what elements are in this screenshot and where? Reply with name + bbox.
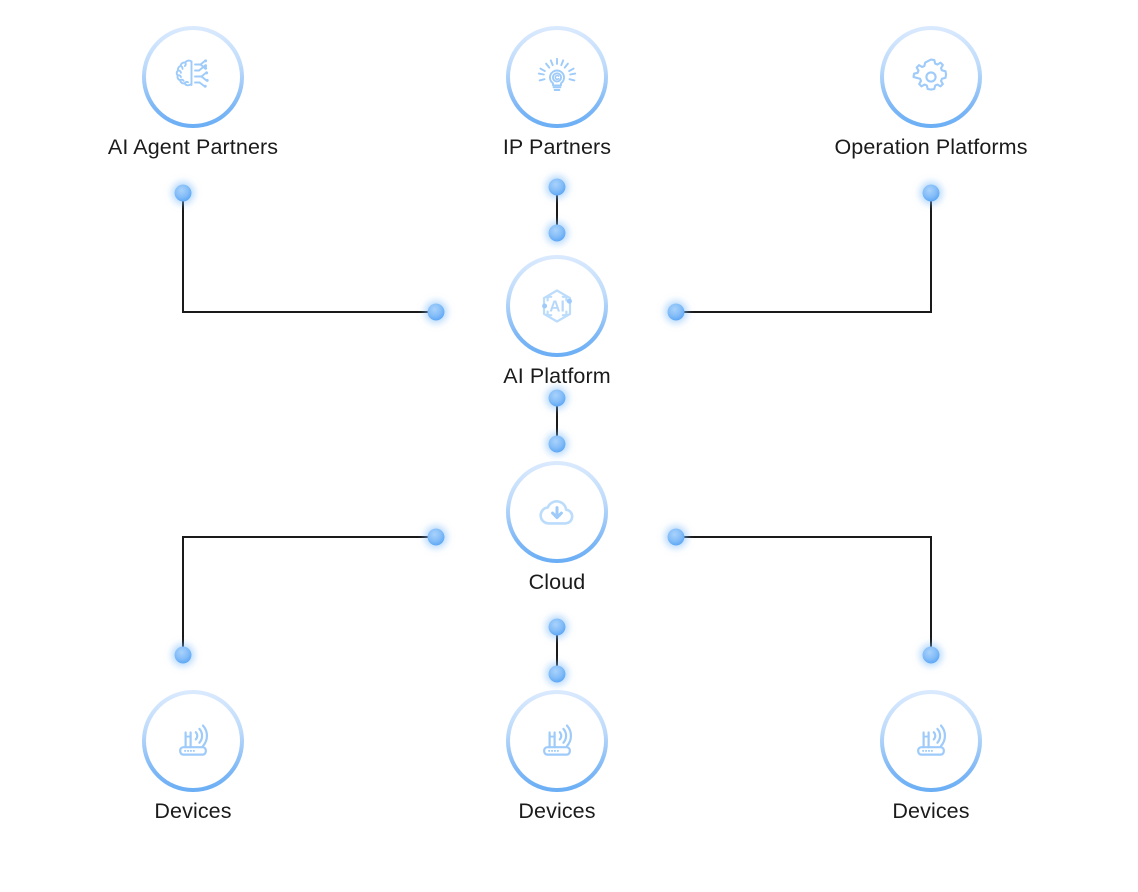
ai-hexagon-icon: AI: [506, 255, 608, 357]
connector-dot-edge-ai-agent-partners-to-ai-platform-1: [427, 303, 445, 321]
edge-ai-agent-partners-to-ai-platform: [182, 193, 436, 313]
connector-dot-edge-cloud-to-devices-left-1: [174, 646, 192, 664]
connector-dot-edge-ai-agent-partners-to-ai-platform-0: [174, 184, 192, 202]
node-devices-center[interactable]: Devices: [457, 690, 657, 825]
node-operation-platforms[interactable]: Operation Platforms: [831, 26, 1031, 161]
connector-dot-edge-cloud-to-devices-center-0: [548, 618, 566, 636]
router-wifi-icon: [506, 690, 608, 792]
node-label-devices-center: Devices: [518, 799, 596, 823]
lightbulb-copyright-icon: [506, 26, 608, 128]
edge-cloud-to-devices-left: [182, 536, 436, 655]
connector-dot-edge-operation-platforms-to-ai-platform-1: [667, 303, 685, 321]
router-wifi-icon: [880, 690, 982, 792]
node-ai-platform[interactable]: AI AI Platform: [457, 255, 657, 390]
connector-dot-edge-cloud-to-devices-right-0: [667, 528, 685, 546]
node-cloud[interactable]: Cloud: [457, 461, 657, 596]
connector-dot-edge-ip-partners-to-ai-platform-1: [548, 224, 566, 242]
node-devices-right[interactable]: Devices: [831, 690, 1031, 825]
connector-dot-edge-ai-platform-to-cloud-0: [548, 389, 566, 407]
node-label-ai-platform: AI Platform: [503, 364, 611, 388]
edge-cloud-to-devices-right: [676, 536, 932, 655]
node-ai-agent-partners[interactable]: AI Agent Partners: [93, 26, 293, 161]
node-label-cloud: Cloud: [528, 570, 586, 594]
node-label-ip-partners: IP Partners: [502, 135, 612, 159]
edge-operation-platforms-to-ai-platform: [676, 193, 932, 313]
cloud-download-icon: [506, 461, 608, 563]
connector-dot-edge-ip-partners-to-ai-platform-0: [548, 178, 566, 196]
connector-dot-edge-cloud-to-devices-right-1: [922, 646, 940, 664]
connector-dot-edge-ai-platform-to-cloud-1: [548, 435, 566, 453]
node-label-ai-agent-partners: AI Agent Partners: [107, 135, 279, 159]
brain-circuit-icon: [142, 26, 244, 128]
node-label-operation-platforms: Operation Platforms: [834, 135, 1028, 159]
router-wifi-icon: [142, 690, 244, 792]
connector-dot-edge-cloud-to-devices-left-0: [427, 528, 445, 546]
gear-icon: [880, 26, 982, 128]
connector-dot-edge-operation-platforms-to-ai-platform-0: [922, 184, 940, 202]
node-devices-left[interactable]: Devices: [93, 690, 293, 825]
svg-text:AI: AI: [549, 298, 565, 315]
node-label-devices-left: Devices: [154, 799, 232, 823]
node-label-devices-right: Devices: [892, 799, 970, 823]
node-ip-partners[interactable]: IP Partners: [457, 26, 657, 161]
connector-dot-edge-cloud-to-devices-center-1: [548, 665, 566, 683]
